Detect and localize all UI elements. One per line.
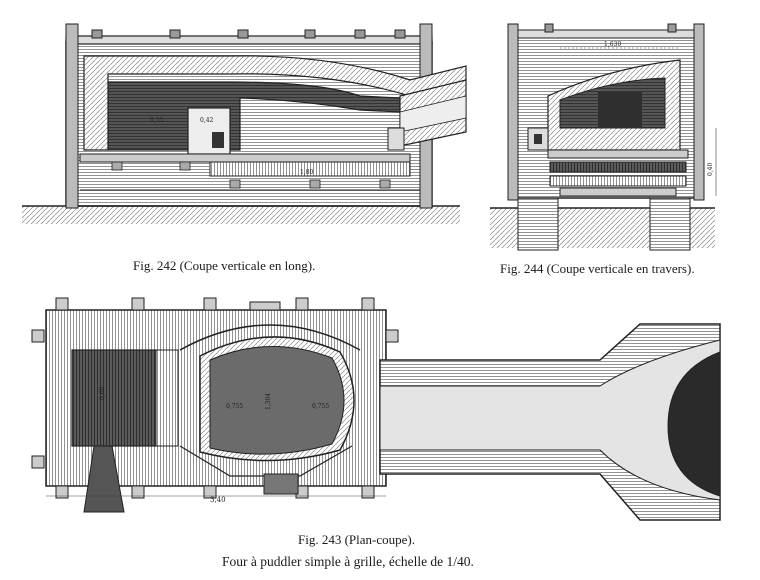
caption-fig243: Fig. 243 (Plan-coupe). — [298, 532, 415, 547]
fig243-firebox — [71, 349, 157, 447]
caption-fig242: Fig. 242 (Coupe verticale en long). — [133, 258, 316, 273]
fig243-chimney — [667, 351, 721, 497]
dim-242-c: 1,80 — [300, 169, 314, 176]
dim-242-a: 0,42 — [200, 117, 214, 124]
dim-243-b: 1,304 — [265, 393, 272, 410]
dim-243-c: 0,755 — [226, 403, 243, 410]
dim-243-d: 0,755 — [312, 403, 329, 410]
plate-title: Four à puddler simple à grille, échelle … — [222, 554, 474, 569]
dim-243-a: 3,40 — [210, 496, 226, 504]
fig242-bridge — [187, 107, 231, 155]
fig242-drawing: 0,42 0,55 1,80 — [22, 23, 467, 224]
dim-244-a: 1,630 — [604, 41, 621, 48]
fig244-drawing: 1,630 0,40 — [490, 23, 717, 251]
dim-244-b: 0,40 — [707, 162, 714, 176]
dim-242-b: 0,55 — [150, 117, 164, 124]
dim-243-e: 0,60 — [99, 386, 106, 400]
fig242-ground — [22, 206, 460, 224]
fig243-drawing: 3,40 1,304 0,755 0,755 0,60 — [31, 297, 721, 521]
fig242-bolts — [91, 29, 406, 39]
caption-fig244: Fig. 244 (Coupe verticale en travers). — [500, 261, 695, 276]
